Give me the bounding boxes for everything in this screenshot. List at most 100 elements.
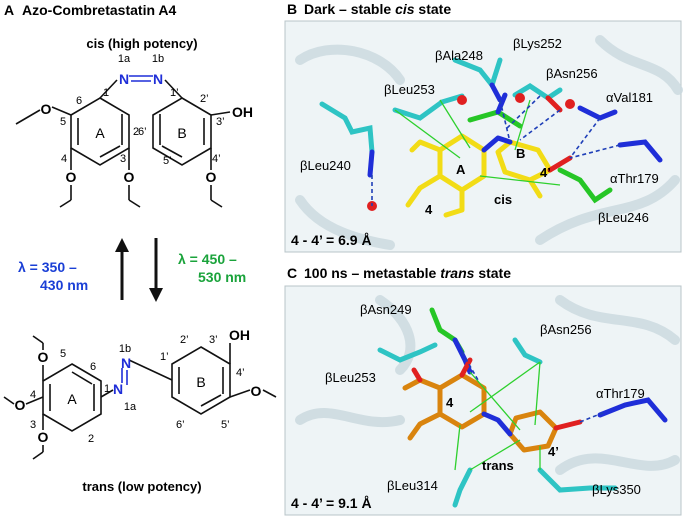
cis-ligand-pos4p: 4’	[540, 165, 551, 180]
panel-c-contacts	[454, 361, 541, 471]
label-asn249: βAsn249	[360, 302, 412, 317]
cis-n-right: N	[153, 71, 163, 87]
label-leu240: βLeu240	[300, 158, 351, 173]
label-val181: αVal181	[606, 90, 653, 105]
trans-pos-4: 4	[30, 389, 36, 401]
label-ala248: βAla248	[435, 48, 483, 63]
trans-ring-a-label: A	[67, 391, 77, 407]
panel-c-protein-ribbons	[295, 295, 680, 475]
trans-pos-2p: 2’	[180, 334, 189, 346]
cis-pos-3p: 3’	[216, 116, 225, 128]
cis-oh: OH	[232, 104, 253, 120]
panel-a-title: Azo-Combretastatin A4	[22, 2, 176, 18]
panel-a: A Azo-Combretastatin A4 cis (high potenc…	[3, 2, 277, 494]
cis-o-4p: O	[206, 169, 217, 185]
panel-c-letter: C	[287, 265, 297, 281]
arrow-down-icon	[149, 288, 163, 302]
panel-b: B Dark – stable cis state	[284, 1, 683, 253]
cis-pos-1p: 1’	[170, 87, 179, 99]
label-thr179-c: αThr179	[596, 386, 645, 401]
arrow-up-icon	[115, 238, 129, 252]
trans-pos-1: 1	[104, 383, 110, 395]
cis-o-4: O	[66, 169, 77, 185]
trans-o-4p: O	[251, 383, 262, 399]
label-leu314: βLeu314	[387, 478, 438, 493]
cis-pos-6: 6	[76, 95, 82, 107]
cis-pos-2: 2	[133, 126, 139, 138]
label-leu253-b: βLeu253	[384, 82, 435, 97]
photoswitch-arrows	[115, 238, 163, 302]
trans-ligand-pos4p: 4’	[548, 444, 559, 459]
trans-pos-3: 3	[30, 419, 36, 431]
panel-b-protein-ribbons	[295, 35, 683, 250]
trans-ring-b-label: B	[196, 374, 205, 390]
trans-pos-5p: 5’	[221, 419, 230, 431]
trans-pos-5: 5	[60, 348, 66, 360]
label-leu253-c: βLeu253	[325, 370, 376, 385]
panel-c-residues	[377, 307, 668, 508]
trans-pos-2: 2	[88, 433, 94, 445]
cis-pos-1: 1	[103, 87, 109, 99]
cis-ligand-pos4: 4	[425, 202, 433, 217]
cis-ligand-a-label: A	[456, 162, 466, 177]
trans-label-1a: 1a	[124, 401, 137, 413]
trans-pos-1p: 1’	[160, 351, 169, 363]
panel-b-letter: B	[287, 1, 297, 17]
trans-pos-6: 6	[90, 361, 96, 373]
uv-wavelength-line2: 430 nm	[40, 277, 88, 293]
label-thr179-b: αThr179	[610, 171, 659, 186]
cis-o-3: O	[124, 169, 135, 185]
cis-ligand-state: cis	[494, 192, 512, 207]
panel-b-residues	[319, 57, 663, 204]
trans-pos-3p: 3’	[209, 334, 218, 346]
uv-wavelength-line1: λ = 350 –	[18, 259, 77, 275]
cis-pos-2p: 2’	[200, 93, 209, 105]
trans-o-3: O	[38, 429, 49, 445]
cis-structure	[15, 75, 231, 208]
trans-n-lower: N	[113, 381, 123, 397]
trans-o-4: O	[15, 397, 26, 413]
panel-c-ligand-trans	[402, 357, 583, 453]
panel-b-distance: 4 - 4’ = 6.9 Å	[291, 232, 372, 248]
label-asn256-c: βAsn256	[540, 322, 592, 337]
trans-ligand-pos4: 4	[446, 395, 454, 410]
cis-o-5: O	[41, 101, 52, 117]
vis-wavelength-line1: λ = 450 –	[178, 251, 237, 267]
cis-pos-3: 3	[120, 153, 126, 165]
label-leu246: βLeu246	[598, 210, 649, 225]
panel-c-distance: 4 - 4’ = 9.1 Å	[291, 495, 372, 511]
panel-a-letter: A	[4, 2, 14, 18]
cis-pos-4p: 4’	[212, 153, 221, 165]
cis-label-1b: 1b	[152, 53, 164, 65]
panel-b-title: Dark – stable cis state	[304, 1, 451, 17]
label-asn256-b: βAsn256	[546, 66, 598, 81]
trans-pos-6p: 6’	[176, 419, 185, 431]
cis-pos-4: 4	[61, 153, 67, 165]
cis-n-left: N	[119, 71, 129, 87]
cis-ligand-b-label: B	[516, 146, 525, 161]
trans-o-5: O	[38, 349, 49, 365]
trans-label-1b: 1b	[119, 343, 131, 355]
panel-b-hbonds	[371, 95, 621, 206]
label-lys252: βLys252	[513, 36, 562, 51]
cis-ring-b-label: B	[177, 125, 186, 141]
trans-caption: trans (low potency)	[82, 479, 201, 494]
panel-b-contacts	[394, 99, 561, 186]
panel-c-title: 100 ns – metastable trans state	[304, 265, 511, 281]
cis-label-1a: 1a	[118, 53, 131, 65]
cis-pos-6p: 6’	[138, 126, 147, 138]
trans-ligand-state: trans	[482, 458, 514, 473]
trans-oh: OH	[229, 327, 250, 343]
panel-c-hbonds	[461, 351, 606, 423]
panel-c: C 100 ns – metastable trans state	[284, 265, 682, 516]
trans-n-upper: N	[121, 355, 131, 371]
cis-pos-5p: 5’	[163, 155, 172, 167]
vis-wavelength-line2: 530 nm	[198, 269, 246, 285]
trans-pos-4p: 4’	[236, 367, 245, 379]
cis-ring-a-label: A	[95, 125, 105, 141]
cis-pos-5: 5	[60, 116, 66, 128]
label-lys350: βLys350	[592, 482, 641, 497]
trans-structure	[3, 335, 277, 460]
cis-caption: cis (high potency)	[86, 36, 197, 51]
